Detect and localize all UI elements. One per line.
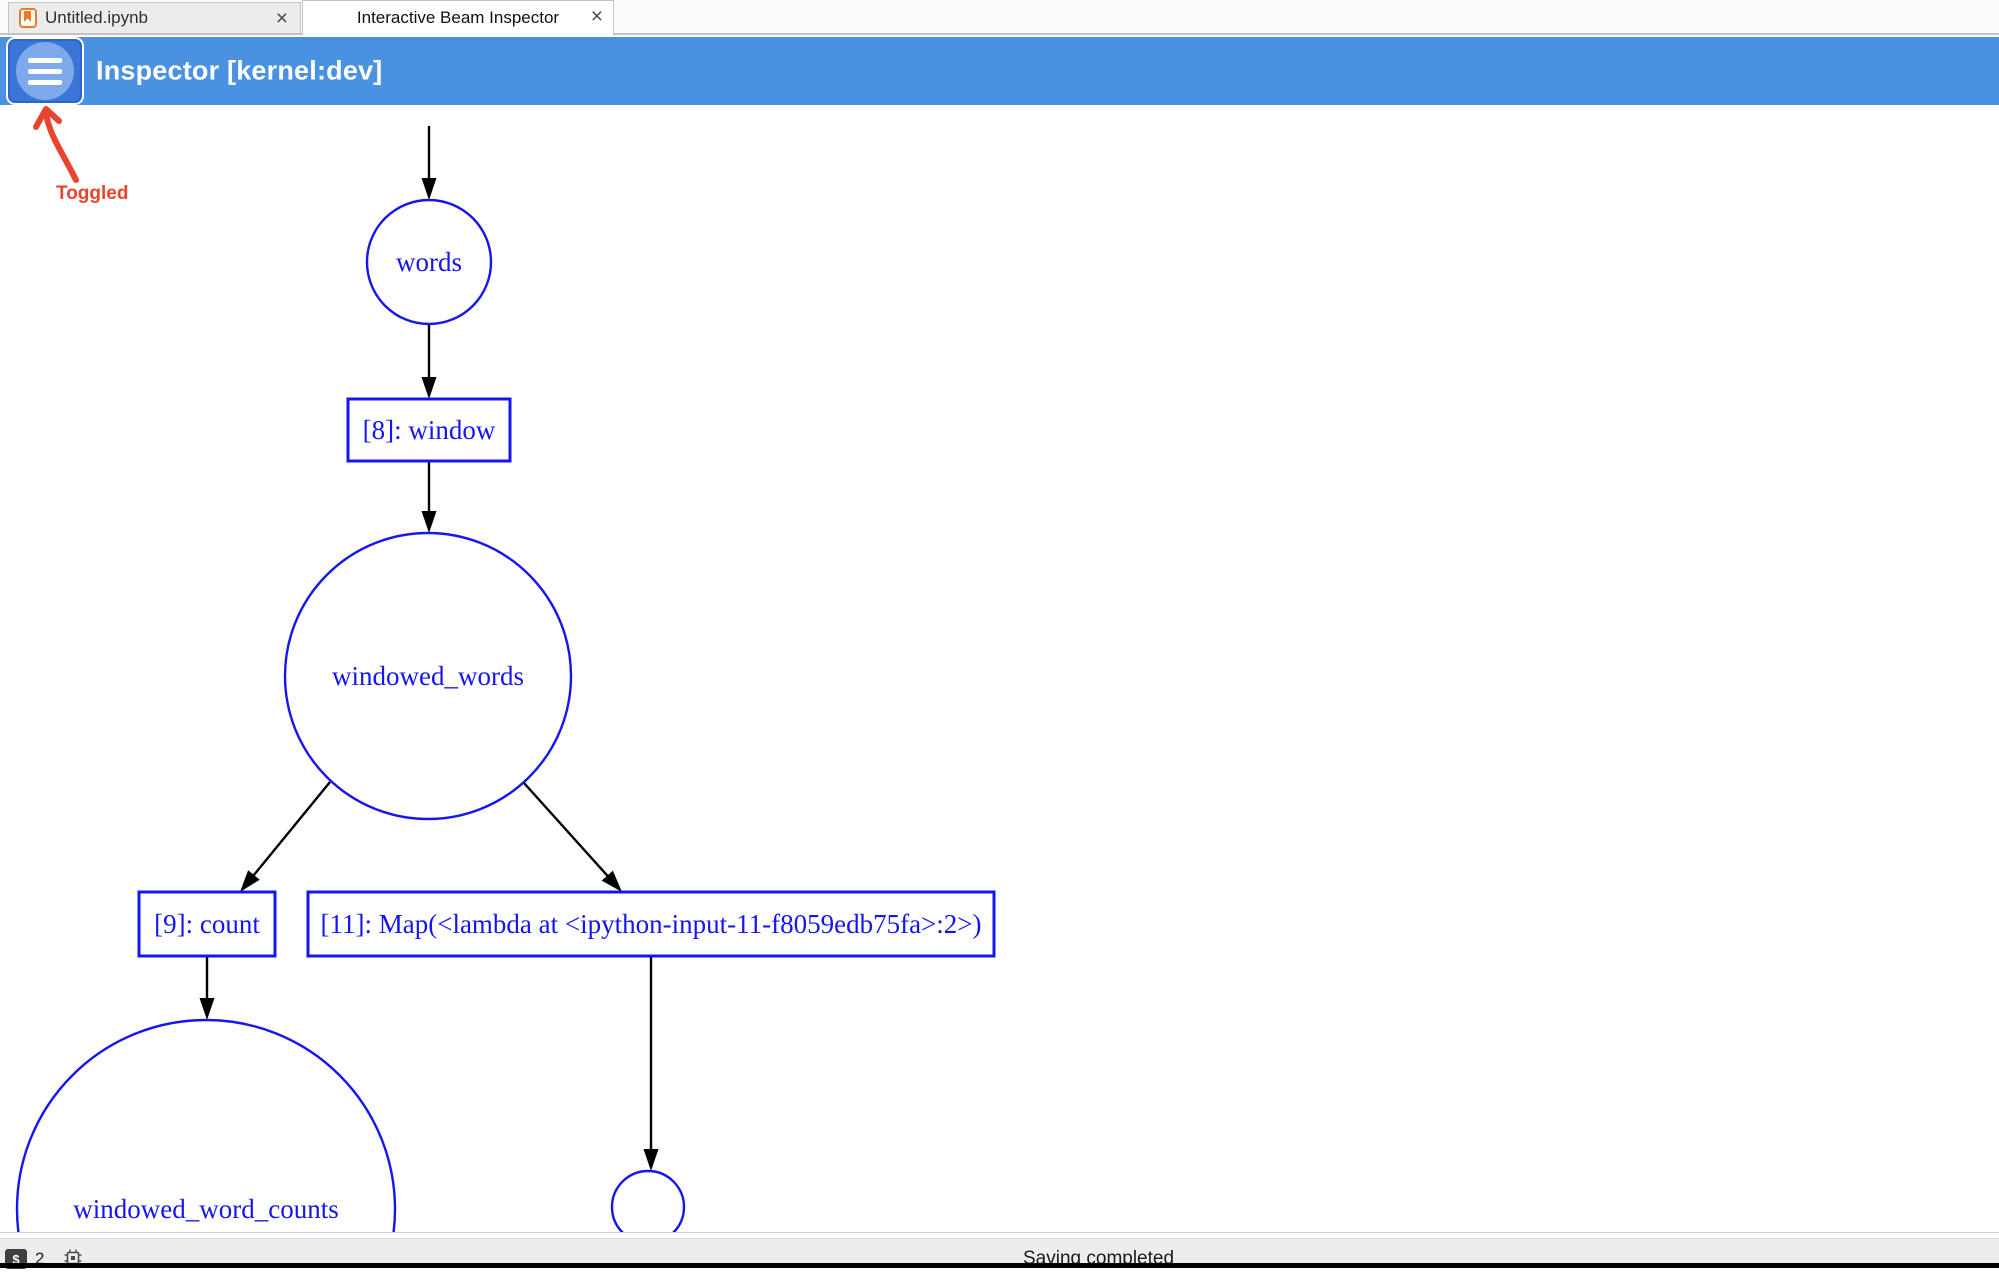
close-icon[interactable]: ×: [590, 5, 603, 28]
tab-label: Untitled.ipynb: [45, 8, 149, 27]
pipeline-graph: words [8]: window windowed_words [9]: count…: [15, 126, 996, 1232]
close-icon[interactable]: ×: [275, 6, 288, 30]
graph-node-label-count: [9]: count: [154, 909, 260, 939]
graph-node-label-window: [8]: window: [363, 415, 496, 445]
hamburger-menu-button[interactable]: [8, 39, 82, 103]
graph-edge-windowed_words-to-map: [523, 782, 611, 880]
content-bottom-border: [0, 1232, 1999, 1233]
graph-node-count: [137, 890, 277, 958]
hamburger-icon: [16, 42, 74, 100]
window-bottom-edge: [0, 1263, 1999, 1268]
graph-arrowhead: [421, 377, 437, 399]
graph-edge-windowed_words-to-count: [250, 781, 331, 879]
graph-arrowhead: [421, 511, 437, 533]
graph-node-words: [365, 198, 493, 326]
dock-tab-bar: Untitled.ipynb × Interactive Beam Inspec…: [0, 0, 1999, 35]
inspector-header: Inspector [kernel:dev]: [0, 37, 1999, 105]
graph-arrowhead: [643, 1149, 659, 1171]
graph-arrowhead: [421, 178, 437, 200]
graph-node-windowed_word_counts: [15, 1018, 397, 1232]
graph-node-label-map_lambda: [11]: Map(<lambda at <ipython-input-11-f…: [321, 909, 982, 939]
graph-arrowhead: [240, 870, 260, 892]
graph-node-windowed_words: [283, 531, 573, 821]
kernel-sessions-indicator[interactable]: [64, 1249, 82, 1272]
tab-label: Interactive Beam Inspector: [356, 8, 560, 27]
tab-interactive-beam-inspector[interactable]: Interactive Beam Inspector ×: [302, 0, 614, 35]
graph-node-window: [346, 397, 512, 463]
graph-arrowhead: [199, 998, 215, 1020]
graph-node-label-windowed_word_counts: windowed_word_counts: [73, 1194, 338, 1224]
page-title: Inspector [kernel:dev]: [96, 55, 383, 86]
graph-node-label-words: words: [396, 247, 462, 277]
status-bar: $ 2 Saving completed: [0, 1238, 1999, 1269]
toggled-annotation-label: Toggled: [56, 183, 129, 204]
graph-arrowhead: [601, 870, 622, 892]
notebook-icon: [19, 8, 37, 28]
tab-untitled-notebook[interactable]: Untitled.ipynb ×: [8, 2, 301, 33]
session-count: 2: [35, 1249, 45, 1268]
graph-node-map_lambda: [306, 890, 996, 958]
graph-node-unlabeled_pcoll: [610, 1169, 686, 1232]
graph-node-label-windowed_words: windowed_words: [332, 661, 524, 691]
